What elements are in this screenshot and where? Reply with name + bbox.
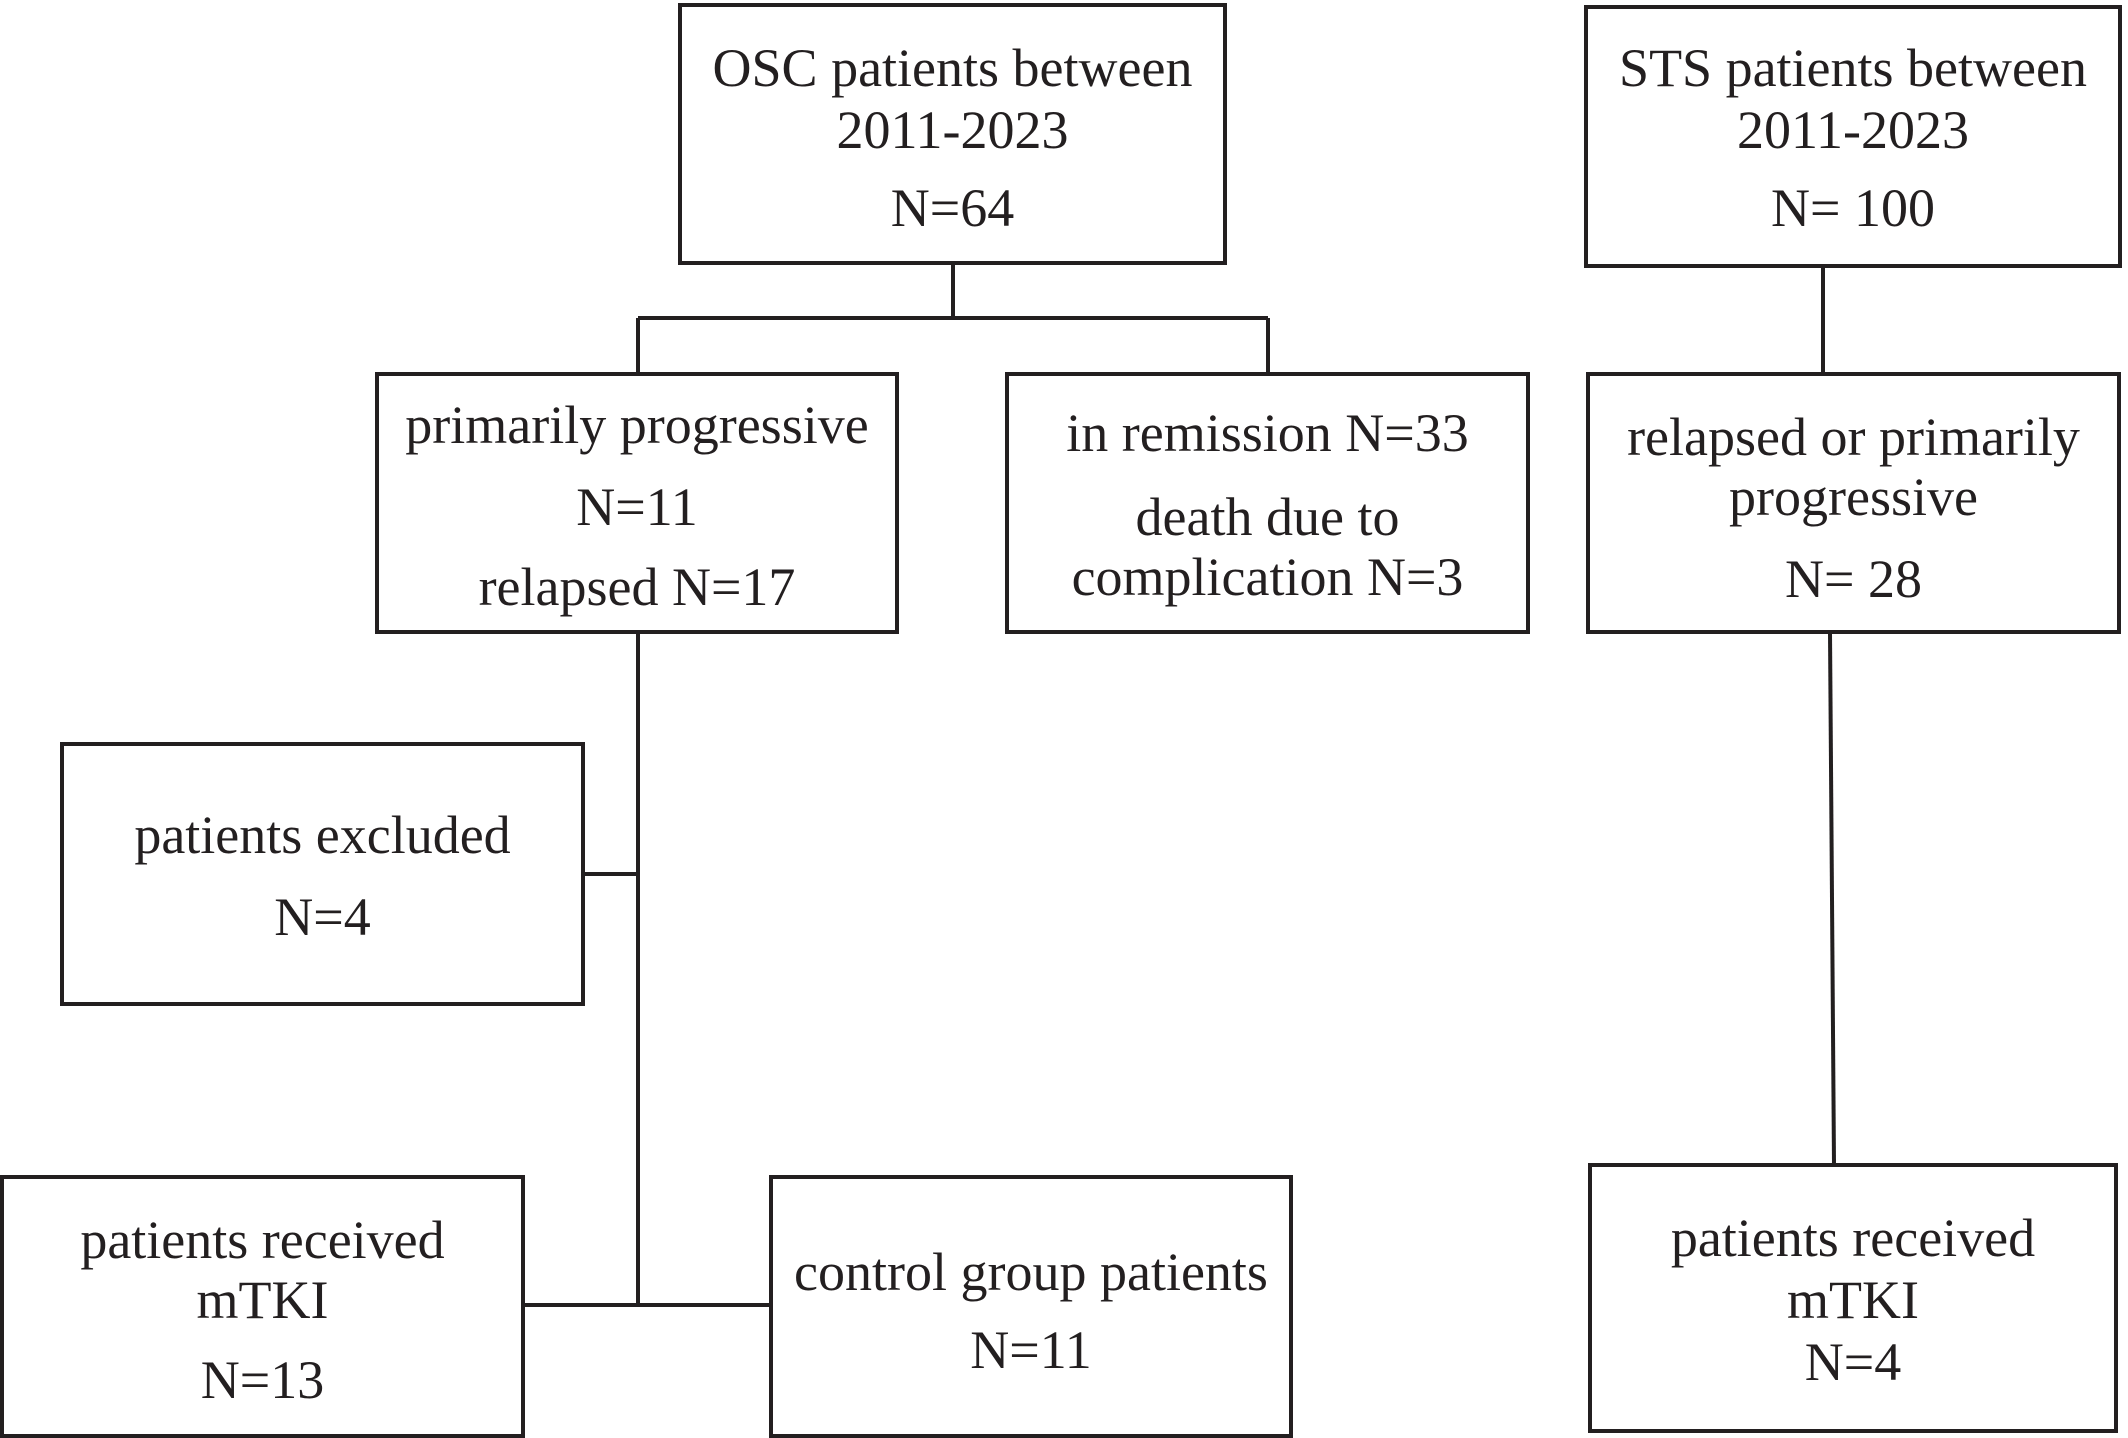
- sts-mtki-box: patients received mTKI N=4: [1588, 1163, 2118, 1433]
- osc-mtki-drug: mTKI: [196, 1270, 329, 1330]
- osc-excluded-label: patients excluded: [134, 805, 511, 865]
- sts-mtki-count: N=4: [1804, 1332, 1902, 1392]
- osc-remission-box: in remission N=33 death due to complicat…: [1005, 372, 1530, 634]
- osc-progressive-label: primarily progressive: [405, 395, 869, 455]
- osc-death-label: death due to: [1135, 487, 1400, 547]
- osc-mtki-count: N=13: [200, 1350, 325, 1410]
- osc-progressive-count: N=11: [576, 477, 698, 537]
- sts-progressive-label: relapsed or primarily: [1627, 407, 2080, 467]
- osc-patients-label: OSC patients between: [712, 38, 1193, 98]
- sts-progressive-box: relapsed or primarily progressive N= 28: [1586, 372, 2121, 634]
- osc-excluded-box: patients excluded N=4: [60, 742, 585, 1006]
- sts-progressive-count: N= 28: [1785, 549, 1922, 609]
- sts-progressive-label-2: progressive: [1729, 467, 1978, 527]
- sts-patients-label: STS patients between: [1619, 38, 2087, 98]
- osc-patients-box: OSC patients between 2011-2023 N=64: [678, 3, 1227, 265]
- osc-patients-years: 2011-2023: [836, 100, 1069, 160]
- osc-mtki-label: patients received: [80, 1210, 445, 1270]
- osc-excluded-count: N=4: [274, 887, 371, 947]
- osc-patients-count: N=64: [890, 178, 1015, 238]
- osc-remission-count: in remission N=33: [1066, 403, 1469, 463]
- osc-control-box: control group patients N=11: [769, 1175, 1293, 1438]
- osc-control-count: N=11: [970, 1320, 1092, 1380]
- osc-control-label: control group patients: [794, 1242, 1268, 1302]
- osc-progressive-box: primarily progressive N=11 relapsed N=17: [375, 372, 899, 634]
- sts-patients-count: N= 100: [1771, 178, 1935, 238]
- connector-sts-progressive-down: [1828, 632, 1836, 1166]
- sts-mtki-drug: mTKI: [1787, 1270, 1919, 1330]
- sts-patients-box: STS patients between 2011-2023 N= 100: [1584, 5, 2122, 268]
- osc-relapsed-count: relapsed N=17: [478, 557, 796, 617]
- sts-patients-years: 2011-2023: [1737, 100, 1969, 160]
- osc-mtki-box: patients received mTKI N=13: [0, 1175, 525, 1438]
- osc-death-count: complication N=3: [1071, 547, 1464, 607]
- sts-mtki-label: patients received: [1670, 1208, 2036, 1268]
